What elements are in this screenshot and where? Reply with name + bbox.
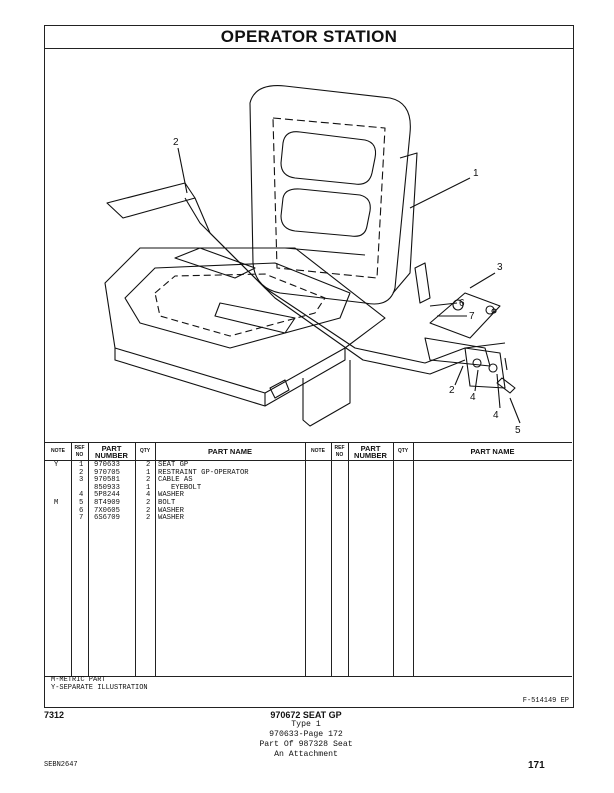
col-divider <box>413 442 414 676</box>
header-qty-right: QTY <box>397 448 409 454</box>
row-part-name: EYEBOLT <box>158 483 202 492</box>
header-part-number-right: PART NUMBER <box>354 443 387 460</box>
row-part-name: SEAT GP <box>158 461 189 469</box>
header-note-right: NOTE <box>311 448 325 454</box>
row-part-name: WASHER <box>158 491 184 500</box>
row-qty: 2 <box>146 506 151 515</box>
row-part-name: RESTRAINT GP-OPERATOR <box>158 468 249 477</box>
parts-table: NOTE REF NO PART NUMBER QTY PART NAME NO… <box>45 442 572 696</box>
row-ref: 1 <box>79 461 84 469</box>
section-code: 7312 <box>44 710 65 720</box>
table-row: 850933 1 EYEBOLT <box>45 483 305 493</box>
table-row: 3 970581 2 CABLE AS <box>45 477 305 485</box>
row-ref: 2 <box>79 468 84 477</box>
row-part-name: WASHER <box>158 506 184 515</box>
row-ref: 7 <box>79 514 84 523</box>
col-divider <box>88 442 89 676</box>
group-type: Type 1 <box>291 720 321 729</box>
header-part-name-left: PART NAME <box>207 447 253 456</box>
header-qty-left: QTY <box>139 448 151 454</box>
row-ref: 3 <box>79 476 84 485</box>
row-part-name: BOLT <box>158 499 176 507</box>
callout-4-right: 4 <box>493 410 499 421</box>
row-part-number: 5P8244 <box>94 491 120 500</box>
group-info: 970672 SEAT GP Type 1 970633-Page 172 Pa… <box>186 710 426 760</box>
note-metric: M-METRIC PART <box>51 676 106 684</box>
page-title: OPERATOR STATION <box>45 26 573 49</box>
row-ref: 6 <box>79 506 84 515</box>
col-divider <box>331 442 332 676</box>
col-divider <box>135 442 136 676</box>
header-ref-left: REF NO <box>74 444 85 458</box>
row-qty: 2 <box>146 461 151 469</box>
parts-page-frame: OPERATOR STATION <box>44 25 574 708</box>
row-part-number: 970705 <box>94 468 120 477</box>
table-row: 4 5P8244 4 WASHER <box>45 492 305 500</box>
row-part-number: 8T4909 <box>94 499 120 507</box>
row-qty: 1 <box>146 483 151 492</box>
group-title: 970672 SEAT GP <box>270 710 342 720</box>
col-divider <box>305 442 306 676</box>
header-part-name-right: PART NAME <box>470 447 515 456</box>
callout-2-top: 2 <box>173 137 179 148</box>
row-part-number: 7X0605 <box>94 506 120 515</box>
row-part-number: 970633 <box>94 461 120 469</box>
header-ref-right: REF NO <box>334 444 345 458</box>
row-part-name: CABLE AS <box>158 476 193 485</box>
row-qty: 4 <box>146 491 151 500</box>
callout-7: 7 <box>469 311 475 322</box>
col-divider <box>348 442 349 676</box>
table-row: 7 6S6709 2 WASHER <box>45 515 305 523</box>
seat-drawing: 2 1 3 6 7 2 4 4 5 <box>104 85 521 436</box>
row-part-name: WASHER <box>158 514 184 523</box>
row-ref: 5 <box>79 499 84 507</box>
row-note: M <box>54 499 59 507</box>
figure-id: F-514149 EP <box>522 697 569 705</box>
callout-2-bottom: 2 <box>449 385 455 396</box>
page-number: 171 <box>528 760 545 771</box>
legend-notes: M-METRIC PART Y-SEPARATE ILLUSTRATION <box>51 676 148 692</box>
callout-1: 1 <box>473 168 479 179</box>
row-part-number: 6S6709 <box>94 514 120 523</box>
row-part-number: 970581 <box>94 476 120 485</box>
col-divider <box>155 442 156 676</box>
callout-3: 3 <box>497 262 503 273</box>
group-attachment: An Attachment <box>274 750 338 759</box>
group-page-ref: 970633-Page 172 <box>269 730 343 739</box>
table-row: M 5 8T4909 2 BOLT <box>45 499 305 508</box>
row-ref: 4 <box>79 491 84 500</box>
col-divider <box>393 442 394 676</box>
header-part-number-left: PART NUMBER <box>95 443 128 460</box>
note-separate-illustration: Y-SEPARATE ILLUSTRATION <box>51 683 148 692</box>
seat-illustration: 2 1 3 6 7 2 4 4 5 <box>45 48 572 463</box>
table-row: 2 970705 1 RESTRAINT GP-OPERATOR <box>45 468 305 478</box>
table-header: NOTE REF NO PART NUMBER QTY PART NAME NO… <box>45 442 572 461</box>
table-row: Y 1 970633 2 SEAT GP <box>45 461 305 470</box>
callout-6: 6 <box>459 298 465 309</box>
row-qty: 2 <box>146 499 151 507</box>
col-divider <box>71 442 72 676</box>
row-note: Y <box>54 461 59 469</box>
callout-5: 5 <box>515 425 521 436</box>
group-part-of: Part Of 987328 Seat <box>259 740 353 749</box>
table-row: 6 7X0605 2 WASHER <box>45 506 305 516</box>
callout-4-left: 4 <box>470 392 476 403</box>
table-bottom-rule <box>45 676 572 677</box>
row-qty: 2 <box>146 476 151 485</box>
row-qty: 2 <box>146 514 151 523</box>
row-qty: 1 <box>146 468 151 477</box>
header-note-left: NOTE <box>51 448 65 454</box>
row-part-number: 850933 <box>94 483 120 492</box>
document-code: SEBN2647 <box>44 761 78 769</box>
